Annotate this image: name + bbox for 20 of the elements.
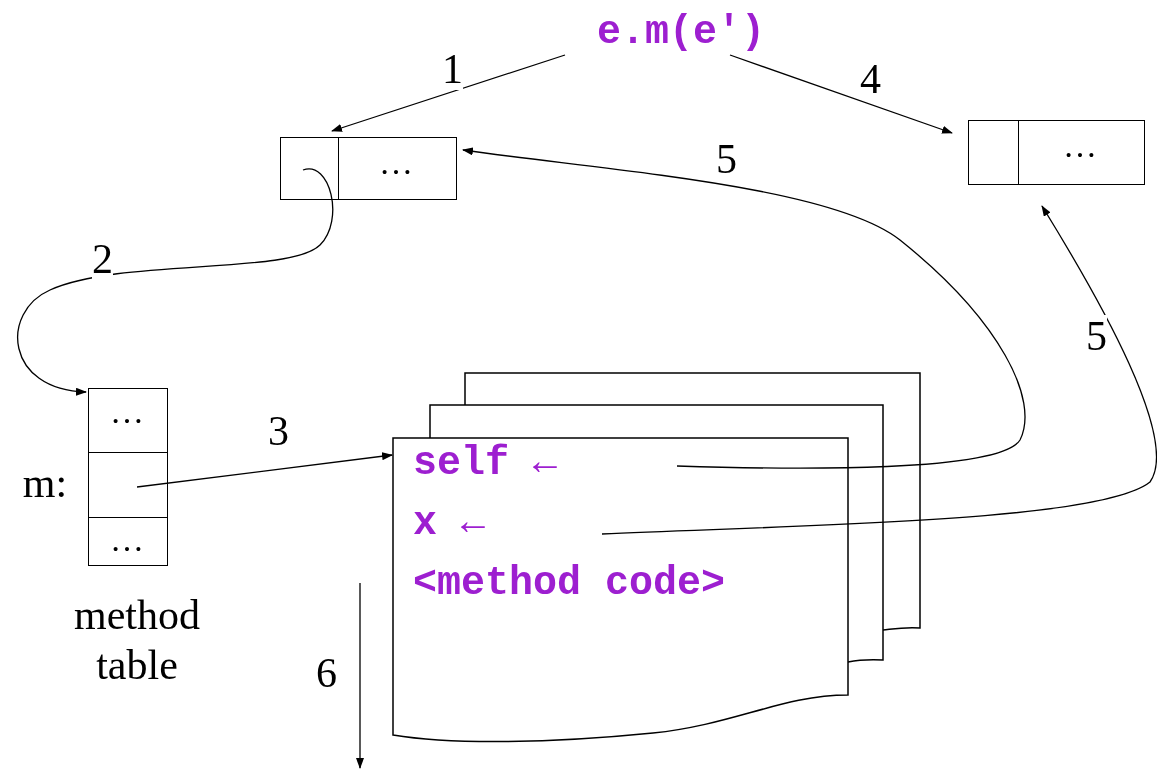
method-table [88,388,168,566]
cell-text: … [109,521,147,559]
object-record [968,120,1145,185]
cell-text: … [109,393,147,431]
code-expression: e.m(e′) [566,8,796,58]
object-record [280,137,457,200]
arrow [729,54,953,134]
arrow [601,205,1157,535]
code-line: x ← [413,501,485,546]
node-caption: m: [21,459,69,508]
code-line: self ← [413,441,558,486]
code-line: <method code> [413,561,726,606]
arrow [462,147,1026,469]
node-caption: method table [73,591,201,690]
activation-record-stack [393,373,920,740]
cell-text: … [1062,127,1100,165]
arrow [136,452,393,488]
cell-text: … [378,144,416,182]
arrow [331,54,566,132]
arrow [17,168,334,395]
